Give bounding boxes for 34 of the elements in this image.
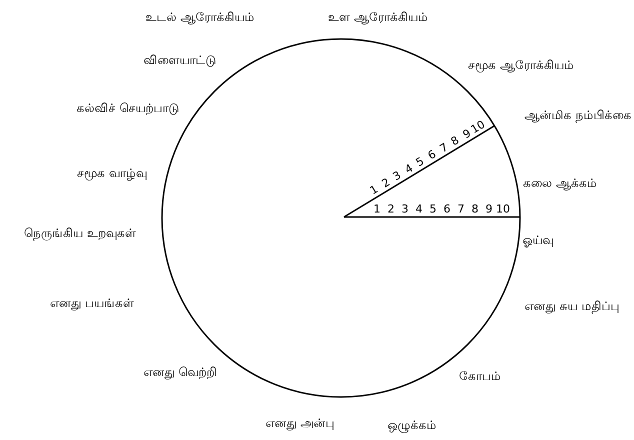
category-label: ஆன்மிக நம்பிக்கை — [524, 108, 632, 122]
category-label: கல்விச் செயற்பாடு — [76, 100, 180, 116]
scale-number: 6 — [444, 204, 450, 214]
category-label: விளையாட்டு — [144, 52, 216, 68]
category-label: கோபம் — [459, 368, 501, 384]
category-label: சமூக ஆரோக்கியம் — [468, 58, 574, 72]
scale-number: 1 — [368, 183, 380, 196]
scale-number: 5 — [414, 155, 426, 168]
category-label: எனது சுய மதிப்பு — [524, 298, 620, 314]
category-label: ஓய்வு — [522, 232, 554, 248]
scale-number: 3 — [402, 204, 408, 214]
scale-number: 8 — [449, 134, 461, 148]
category-label: நெருங்கிய உறவுகள் — [24, 226, 136, 240]
category-label: எனது வெற்றி — [144, 364, 216, 380]
scale-number: 9 — [486, 204, 492, 214]
scale-number: 6 — [426, 148, 438, 162]
scale-number: 8 — [472, 204, 478, 214]
scale-number: 1 — [374, 204, 380, 214]
category-label: எனது அன்பு — [266, 416, 334, 430]
scale-number: 2 — [388, 204, 394, 214]
scale-number: 3 — [391, 169, 404, 182]
category-label: உள ஆரோக்கியம் — [328, 10, 428, 24]
scale-number: 2 — [380, 176, 392, 190]
scale-number: 10 — [496, 204, 510, 214]
category-label: சமூக வாழ்வு — [77, 166, 147, 180]
category-label: கலை ஆக்கம் — [523, 176, 597, 190]
category-label: உடல் ஆரோக்கியம் — [146, 10, 254, 24]
category-label: ஒழுக்கம் — [388, 418, 436, 432]
scale-number: 7 — [438, 141, 450, 154]
scale-number: 4 — [403, 162, 415, 176]
scale-number: 4 — [416, 204, 422, 214]
scale-number: 7 — [458, 204, 464, 214]
category-label: எனது பயங்கள் — [50, 296, 134, 310]
scale-number: 5 — [430, 204, 436, 214]
